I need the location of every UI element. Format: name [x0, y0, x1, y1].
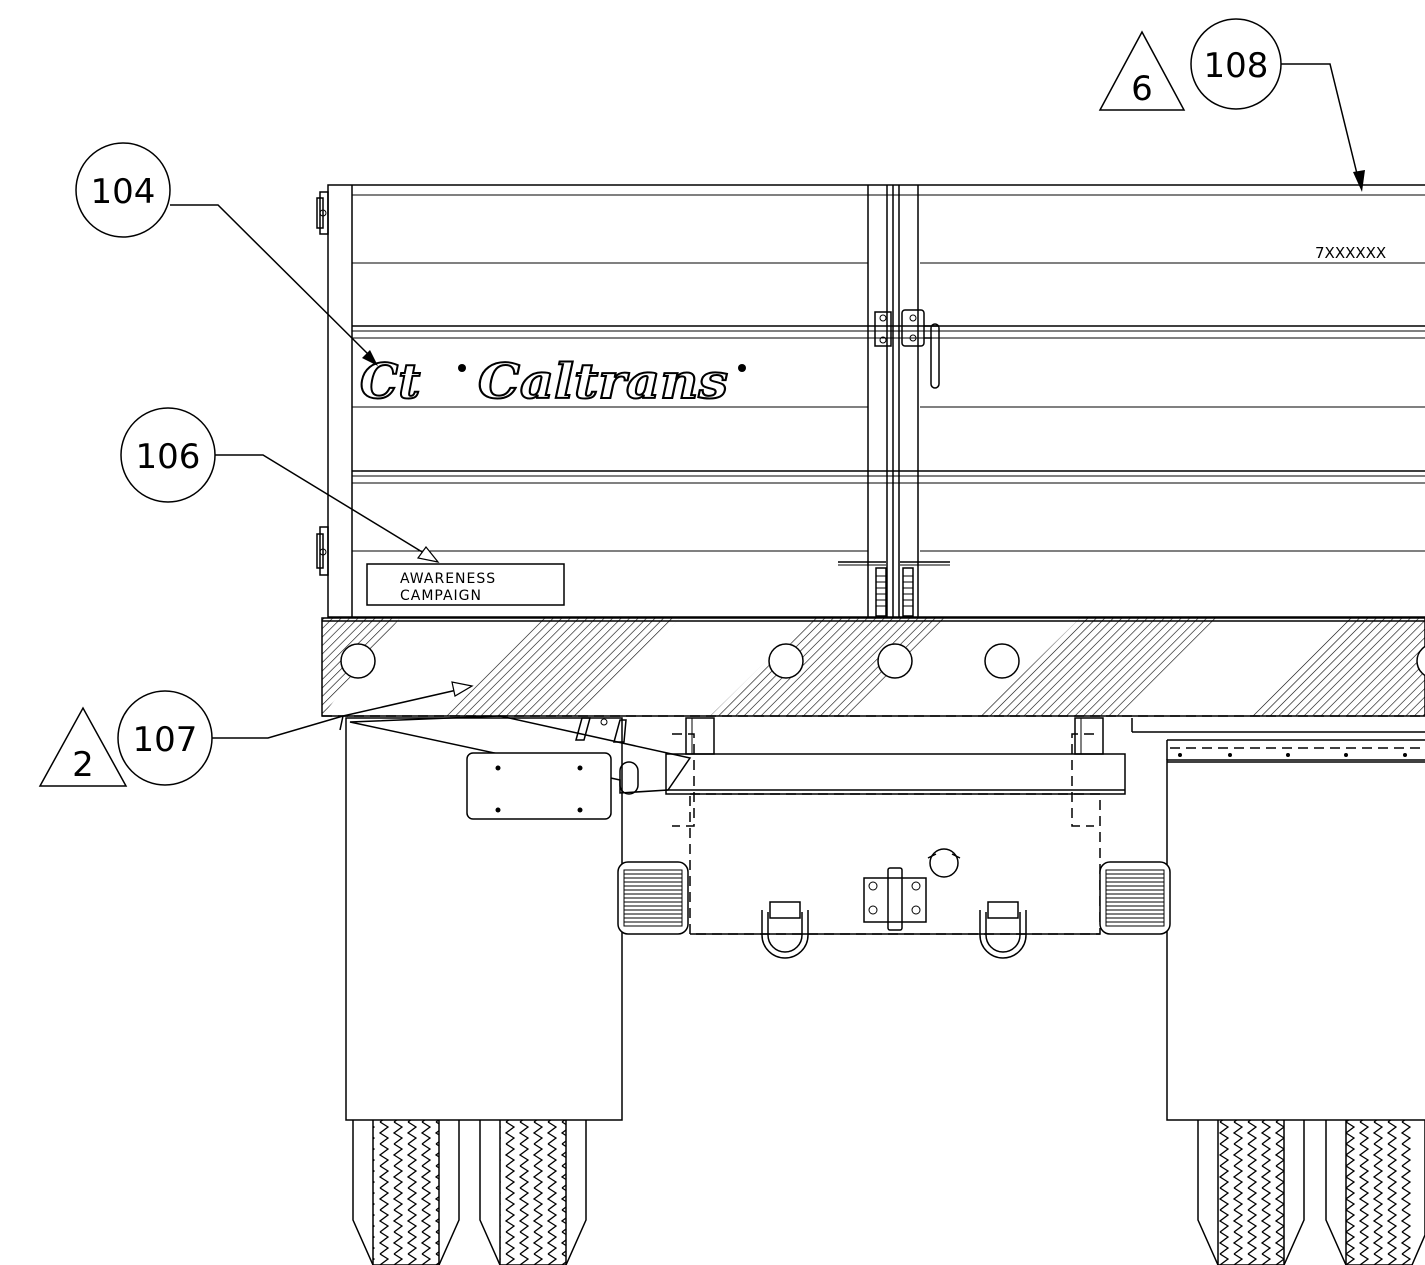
pintle-hitch [863, 848, 961, 931]
caltrans-logo: Ct Caltrans [359, 353, 746, 411]
callout-107: 107 [117, 681, 474, 786]
logo-ct-mark: Ct [360, 354, 420, 410]
bumper-lamp [877, 643, 913, 679]
callout-104-label: 104 [91, 172, 156, 212]
awareness-line-1: AWARENESS [400, 571, 496, 587]
spring-pins [838, 561, 950, 617]
callout-106: 106 [120, 407, 440, 563]
tail-lamp-right [1099, 861, 1171, 935]
gate-latch [874, 309, 940, 389]
license-plate [466, 752, 612, 820]
tire [352, 1120, 460, 1265]
tire [1197, 1120, 1305, 1265]
body-outline [327, 184, 1425, 618]
undercarriage [345, 715, 1425, 1121]
logo-caltrans-wordmark: Caltrans [478, 354, 728, 410]
revision-triangle-6: 6 [1098, 30, 1186, 111]
awareness-line-2: CAMPAIGN [400, 588, 482, 604]
d-ring-left [761, 901, 809, 959]
bumper-lamp [768, 643, 804, 679]
truck-body [327, 184, 1425, 618]
callout-104: 104 [75, 142, 378, 366]
tire [479, 1120, 587, 1265]
rear-bumper [321, 617, 1425, 717]
unit-number: 7XXXXXX [1315, 244, 1386, 262]
bumper-lamp [340, 643, 376, 679]
mud-flap-right [1166, 759, 1425, 1121]
revision-triangle-2: 2 [38, 706, 128, 787]
hinge-lower [316, 526, 329, 576]
bumper-lamp [1416, 645, 1425, 677]
rear-tires [352, 1120, 1425, 1265]
callout-107-label: 107 [133, 720, 198, 760]
hinge-upper [316, 191, 329, 235]
d-ring-right [979, 901, 1027, 959]
callout-108: 108 [1190, 18, 1365, 192]
callout-106-label: 106 [136, 437, 201, 477]
awareness-campaign-sign: AWARENESS CAMPAIGN [366, 563, 565, 606]
revision-6-label: 6 [1131, 69, 1153, 109]
tail-lamp-left [617, 861, 689, 935]
bumper-lamp [984, 643, 1020, 679]
tire [1325, 1120, 1425, 1265]
revision-2-label: 2 [72, 745, 94, 785]
callout-108-label: 108 [1204, 46, 1269, 86]
